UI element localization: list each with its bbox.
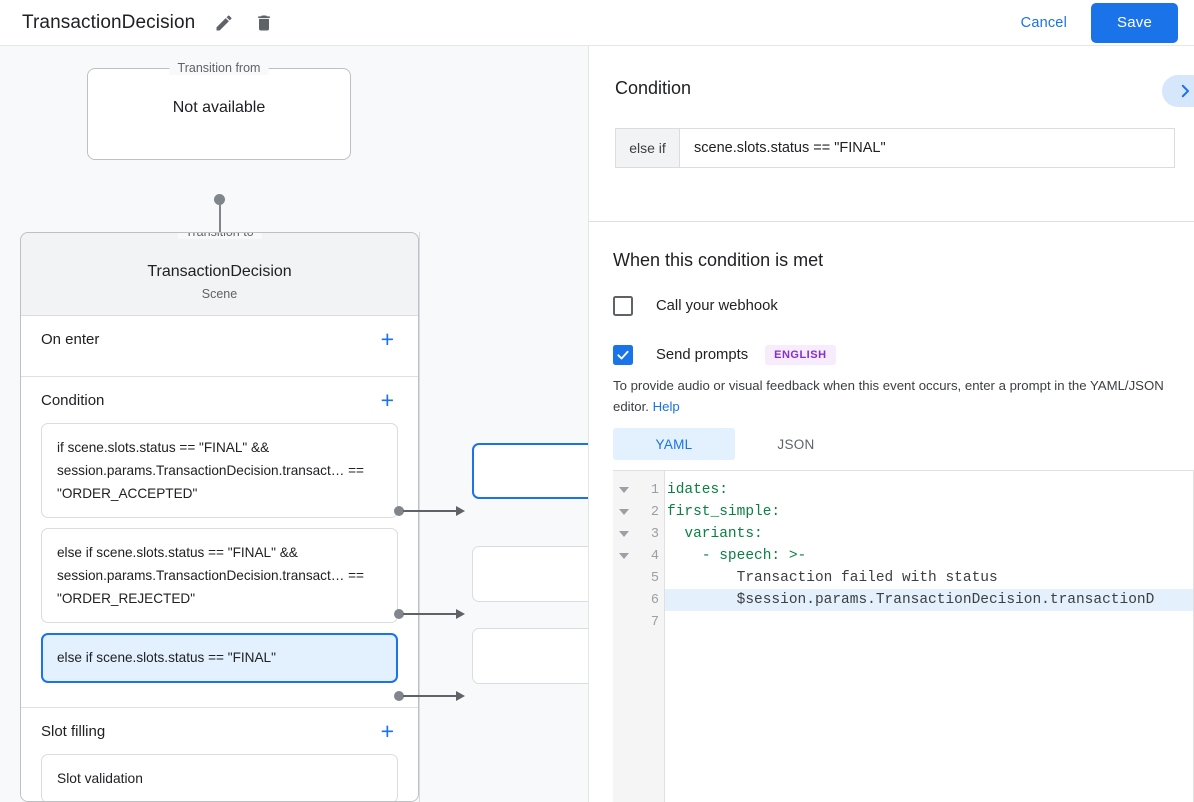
flow-arrow-dot (214, 194, 225, 205)
section-condition: Condition + if scene.slots.status == "FI… (21, 377, 418, 709)
save-button[interactable]: Save (1091, 2, 1178, 43)
scene-name: TransactionDecision (147, 263, 292, 280)
editor-code-line[interactable]: idates: (667, 482, 728, 498)
connector-3 (394, 690, 474, 702)
section-slot-filling-title: Slot filling (41, 722, 106, 740)
scene-type-label: Scene (201, 287, 238, 301)
transition-from-box: Transition from Not available (87, 61, 351, 160)
transition-target-box-2[interactable] (472, 546, 588, 602)
section-slot-filling-header: Slot filling + (41, 708, 398, 754)
panel-header: Condition else if Need help entering con… (589, 46, 1194, 175)
condition-input-row: else if (615, 128, 1175, 168)
scene-card: On enter + Condition + if scene.slots.st… (21, 315, 418, 801)
editor-line-number: 7 (650, 614, 659, 630)
call-webhook-label: Call your webhook (656, 298, 778, 314)
connector-dot (394, 609, 404, 619)
condition-detail-panel: Condition else if Need help entering con… (588, 46, 1194, 802)
topbar-actions: Cancel Save (1011, 2, 1194, 43)
transition-target-box-3[interactable] (472, 628, 588, 684)
tab-yaml[interactable]: YAML (613, 428, 735, 460)
add-slot-filling-button[interactable]: + (380, 717, 394, 744)
editor-code-line[interactable]: $session.params.TransactionDecision.tran… (665, 589, 1194, 611)
transition-from-value: Not available (172, 99, 266, 116)
editor-line-number: 3 (613, 523, 664, 545)
trash-icon[interactable] (253, 12, 275, 34)
fold-triangle-icon[interactable] (619, 509, 629, 515)
condition-prefix-label: else if (616, 129, 680, 167)
transition-to-box: Transition to TransactionDecision Scene … (20, 232, 419, 802)
editor-line-number: 2 (613, 501, 664, 523)
connector-dot (394, 506, 404, 516)
webhook-checkbox-row: Call your webhook (613, 296, 778, 316)
editor-code-line[interactable] (665, 611, 1194, 633)
prompt-editor-hint-text: To provide audio or visual feedback when… (613, 378, 1164, 414)
fold-triangle-icon[interactable] (619, 553, 629, 559)
language-badge: ENGLISH (765, 345, 836, 365)
send-prompts-label: Send prompts (656, 347, 749, 363)
connector-arrow (456, 505, 465, 516)
section-condition-header: Condition + (41, 377, 398, 423)
condition-list-item[interactable]: if scene.slots.status == "FINAL" && sess… (41, 423, 398, 518)
top-app-bar: TransactionDecision Cancel Save (0, 0, 1194, 46)
editor-line-number: 1 (613, 479, 664, 501)
editor-line-number: 5 (650, 570, 659, 586)
connector-line (403, 510, 457, 512)
transition-from-legend: Transition from (169, 61, 269, 75)
section-on-enter-title: On enter (41, 330, 100, 348)
editor-code-line[interactable]: first_simple: (667, 504, 781, 520)
cancel-button[interactable]: Cancel (1011, 7, 1077, 39)
condition-list-item[interactable]: else if scene.slots.status == "FINAL" &&… (41, 528, 398, 623)
section-condition-title: Condition (41, 391, 105, 409)
add-on-enter-button[interactable]: + (380, 325, 394, 352)
send-prompts-checkbox[interactable] (613, 345, 633, 365)
call-webhook-checkbox[interactable] (613, 296, 633, 316)
send-prompts-checkbox-row: Send prompts ENGLISH (613, 345, 836, 365)
editor-format-tabs: YAML JSON (613, 428, 857, 460)
editor-code-line[interactable]: variants: (684, 526, 763, 542)
panel-title: Condition (615, 78, 692, 98)
fold-triangle-icon[interactable] (619, 531, 629, 537)
connector-line (403, 695, 457, 697)
editor-line-number: 6 (650, 592, 659, 608)
prompt-editor-help-link[interactable]: Help (652, 399, 680, 414)
transition-target-box-1[interactable] (472, 443, 588, 499)
connector-rail (419, 232, 420, 802)
section-on-enter: On enter + (21, 316, 418, 377)
condition-list-item-selected[interactable]: else if scene.slots.status == "FINAL" (41, 633, 398, 684)
connector-dot (394, 691, 404, 701)
condition-expression-input[interactable] (680, 129, 1174, 167)
flow-canvas: Transition from Not available Transition… (0, 46, 588, 802)
pencil-icon[interactable] (213, 12, 235, 34)
editor-code-area[interactable]: idates: first_simple: variants: - speech:… (665, 471, 1194, 802)
fold-triangle-icon[interactable] (619, 487, 629, 493)
editor-code-line[interactable]: Transaction failed with status (736, 570, 998, 586)
flow-arrow-line (219, 200, 221, 258)
editor-code-line[interactable]: - speech: >- (701, 548, 807, 564)
connector-arrow (456, 690, 465, 701)
tab-json[interactable]: JSON (777, 436, 815, 452)
prompt-editor-hint: To provide audio or visual feedback when… (613, 375, 1171, 417)
editor-line-number: 4 (613, 545, 664, 567)
when-condition-met-title: When this condition is met (613, 250, 824, 270)
connector-2 (394, 608, 474, 620)
panel-section-divider (588, 221, 1194, 222)
chevron-right-icon[interactable] (1162, 75, 1194, 107)
section-on-enter-header: On enter + (41, 316, 398, 362)
connector-line (403, 613, 457, 615)
add-condition-button[interactable]: + (380, 386, 394, 413)
transition-to-legend: Transition to (177, 233, 262, 239)
section-slot-filling: Slot filling + Slot validation (21, 708, 418, 801)
connector-arrow (456, 608, 465, 619)
connector-1 (394, 505, 474, 517)
page-title: TransactionDecision (22, 11, 196, 33)
slot-validation-item[interactable]: Slot validation (41, 754, 398, 801)
